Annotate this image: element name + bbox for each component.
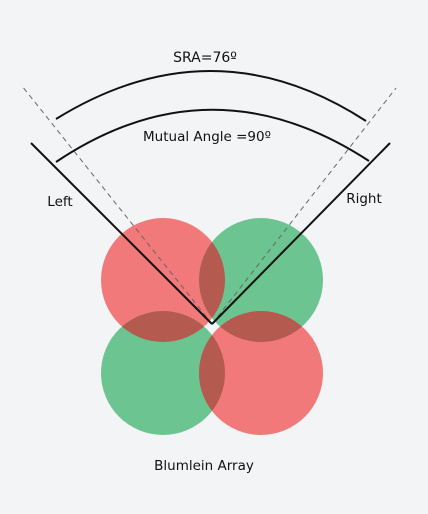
sra-left-dashed-line: [21, 85, 213, 325]
left-front-lobe: [101, 218, 225, 342]
sra-arc: [55, 70, 367, 122]
left-rear-lobe: [101, 311, 225, 435]
diagram-caption: Blumlein Array: [154, 458, 254, 474]
left-label: Left: [47, 194, 72, 210]
right-label: Right: [346, 191, 382, 207]
mutual-angle-label: Mutual Angle =90º: [143, 129, 271, 145]
right-front-lobe: [199, 218, 323, 342]
mic-axis-lines: [30, 142, 391, 325]
sra-label: SRA=76º: [173, 50, 237, 66]
sra-boundary-lines: [21, 85, 397, 325]
right-rear-lobe: [199, 311, 323, 435]
right-axis-line: [211, 142, 391, 325]
polar-lobes: [101, 218, 323, 435]
sra-right-dashed-line: [211, 87, 397, 325]
left-axis-line: [30, 142, 213, 325]
mutual-angle-arc: [55, 108, 370, 163]
